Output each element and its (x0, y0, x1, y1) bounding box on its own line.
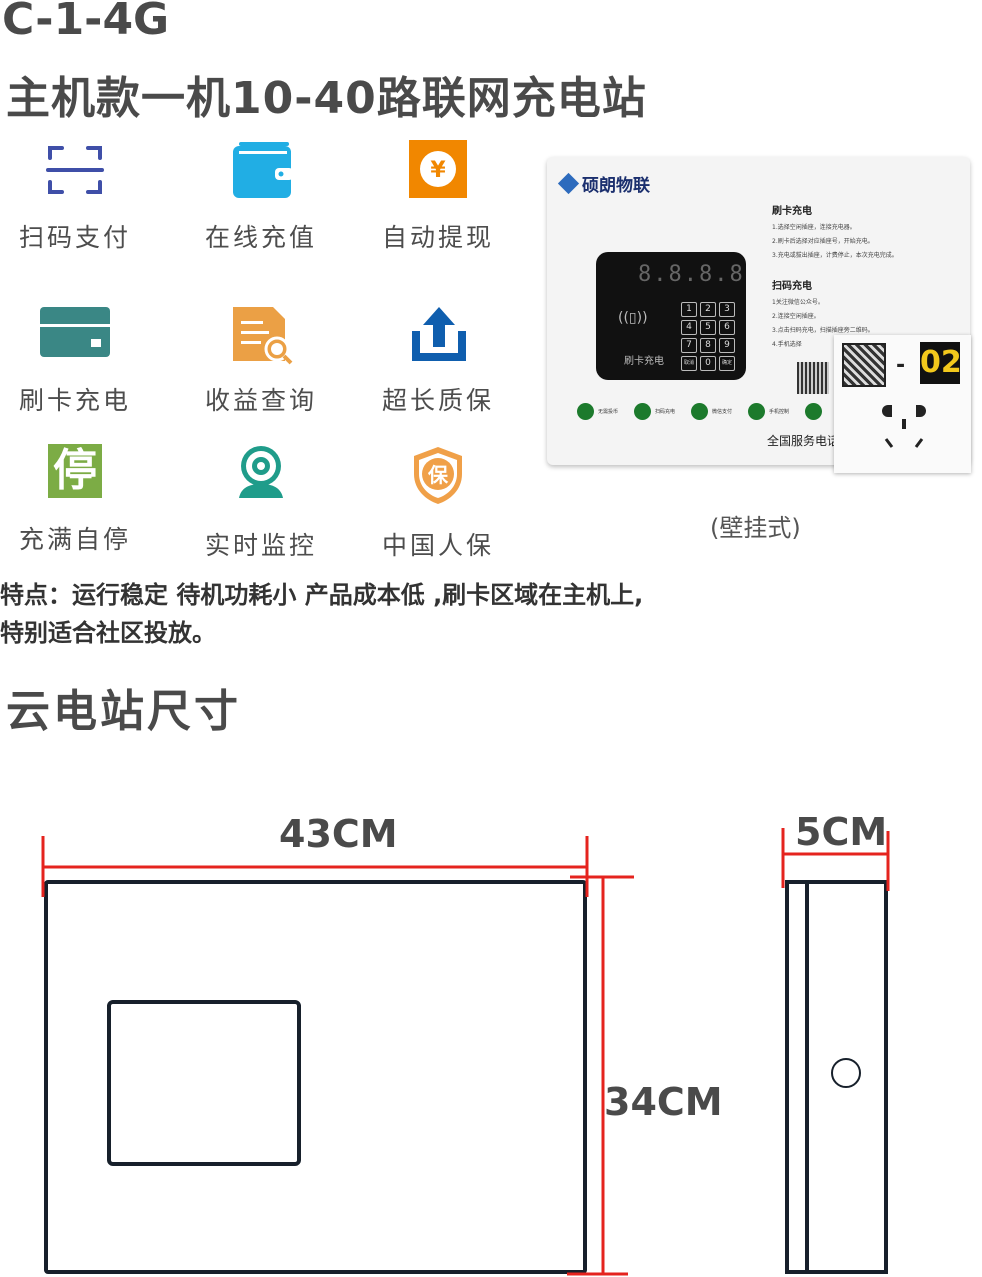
mount-caption: (壁挂式) (710, 514, 801, 542)
instruction-step: 3.点击扫码充电，扫描插座旁二维码。 (772, 327, 874, 334)
upload-icon (408, 303, 468, 363)
qr-code (797, 362, 829, 394)
key: 确定 (719, 356, 735, 371)
scan-icon (45, 140, 105, 200)
feature-label: 自动提现 (381, 223, 494, 252)
feature-label: 扫码支付 (18, 223, 131, 252)
front-view-outline (44, 880, 587, 1274)
instruction-step: 2.刷卡后选择对应插座号，开始充电。 (772, 238, 874, 245)
key: 3 (719, 302, 735, 317)
badge (805, 403, 823, 420)
spec-line: 特点：运行稳定 待机功耗小 产品成本低 ,刷卡区域在主机上, (0, 581, 644, 609)
feature-card-charge: 刷卡充电 (0, 303, 150, 417)
badge: 扫码充电 (634, 403, 675, 420)
svg-text:¥: ¥ (430, 158, 446, 183)
side-view-outline (785, 880, 888, 1274)
feature-auto-stop: 停 充满自停 (0, 444, 150, 556)
service-hotline: 全国服务电话 (767, 434, 840, 448)
document-search-icon (231, 303, 293, 365)
depth-label: 5CM (795, 810, 888, 854)
shield-icon: 保 (408, 444, 468, 504)
key: 0 (700, 356, 716, 371)
instruction-step: 4.手机选择 (772, 341, 802, 348)
badge-label: 扫码充电 (655, 409, 676, 415)
outlet-icon (882, 405, 926, 448)
key: 4 (681, 320, 697, 335)
feature-label: 在线充值 (204, 223, 317, 252)
badge-icon (748, 403, 766, 420)
key: 取消 (681, 356, 697, 371)
badge-label: 微信支付 (712, 409, 733, 415)
badge: 无需投币 (577, 403, 618, 420)
feature-description: 特点：运行稳定 待机功耗小 产品成本低 ,刷卡区域在主机上, 特别适合社区投放。 (0, 576, 860, 652)
card-instructions: 刷卡充电 1.选择空闲插座，连接充电器。 2.刷卡后选择对应插座号，开始充电。 … (772, 202, 898, 259)
key: 9 (719, 338, 735, 353)
feature-online-topup: 在线充值 (186, 140, 336, 254)
socket-qr-code (842, 343, 886, 387)
wallet-icon (231, 140, 293, 200)
feature-picc-insured: 保 中国人保 (363, 444, 513, 562)
brand-name: 硕朗物联 (582, 176, 650, 196)
instruction-step: 1关注微信公众号。 (772, 299, 824, 306)
feature-auto-withdraw: ¥ 自动提现 (363, 140, 513, 254)
feature-badges: 无需投币 扫码充电 微信支付 手机控制 (577, 403, 823, 420)
badge-icon (634, 403, 652, 420)
display-window-outline (107, 1000, 301, 1166)
badge-icon (691, 403, 709, 420)
feature-realtime-monitor: 实时监控 (186, 444, 336, 562)
shield-glyph: 保 (427, 463, 449, 487)
badge: 微信支付 (691, 403, 732, 420)
card-reader-label: 刷卡充电 (624, 356, 664, 367)
feature-long-warranty: 超长质保 (363, 303, 513, 417)
yen-coin-icon: ¥ (408, 140, 468, 200)
lock-hole (831, 1058, 861, 1088)
socket-number: 02 (920, 342, 962, 384)
key: 5 (700, 320, 716, 335)
badge-label: 手机控制 (769, 409, 790, 415)
stop-badge-icon: 停 (48, 444, 102, 498)
model-code: C-1-4G (2, 0, 170, 45)
feature-scan-pay: 扫码支付 (0, 140, 150, 254)
key: 1 (681, 302, 697, 317)
socket-dash: - (896, 353, 906, 378)
stop-glyph: 停 (53, 445, 97, 496)
scan-instructions: 扫码充电 1关注微信公众号。 2.连接空闲插座。 3.点击扫码充电，扫描插座旁二… (772, 277, 874, 348)
brand-logo: 硕朗物联 (557, 171, 650, 196)
instruction-step: 1.选择空闲插座，连接充电器。 (772, 224, 856, 231)
height-label: 34CM (604, 1080, 723, 1124)
instruction-step: 3.充电或拔出插座，计费停止，本次充电完成。 (772, 252, 898, 259)
feature-earnings-query: 收益查询 (186, 303, 336, 417)
badge-icon (577, 403, 594, 420)
feature-label: 充满自停 (18, 525, 131, 554)
badge: 手机控制 (748, 403, 789, 420)
feature-label: 超长质保 (381, 386, 494, 415)
feature-label: 收益查询 (204, 386, 317, 415)
key: 7 (681, 338, 697, 353)
webcam-icon (231, 444, 291, 504)
key: 2 (700, 302, 716, 317)
spec-line: 特别适合社区投放。 (0, 619, 216, 647)
width-label: 43CM (279, 812, 398, 856)
card-section-title: 刷卡充电 (772, 206, 812, 217)
segment-display: 8.8.8.8 (638, 262, 745, 287)
card-icon (39, 303, 111, 363)
rfid-icon: ((▯)) (618, 310, 648, 326)
instruction-step: 2.连接空闲插座。 (772, 313, 820, 320)
feature-label: 中国人保 (381, 531, 494, 560)
scan-section-title: 扫码充电 (772, 281, 812, 292)
badge-label: 无需投币 (598, 409, 619, 415)
feature-label: 刷卡充电 (18, 386, 131, 415)
key: 8 (700, 338, 716, 353)
key: 6 (719, 320, 735, 335)
feature-label: 实时监控 (204, 531, 317, 560)
badge-icon (805, 403, 823, 420)
size-section-title: 云电站尺寸 (6, 686, 241, 737)
socket-module: - 02 (834, 335, 971, 473)
page-title: 主机款一机10-40路联网充电站 (6, 73, 647, 124)
